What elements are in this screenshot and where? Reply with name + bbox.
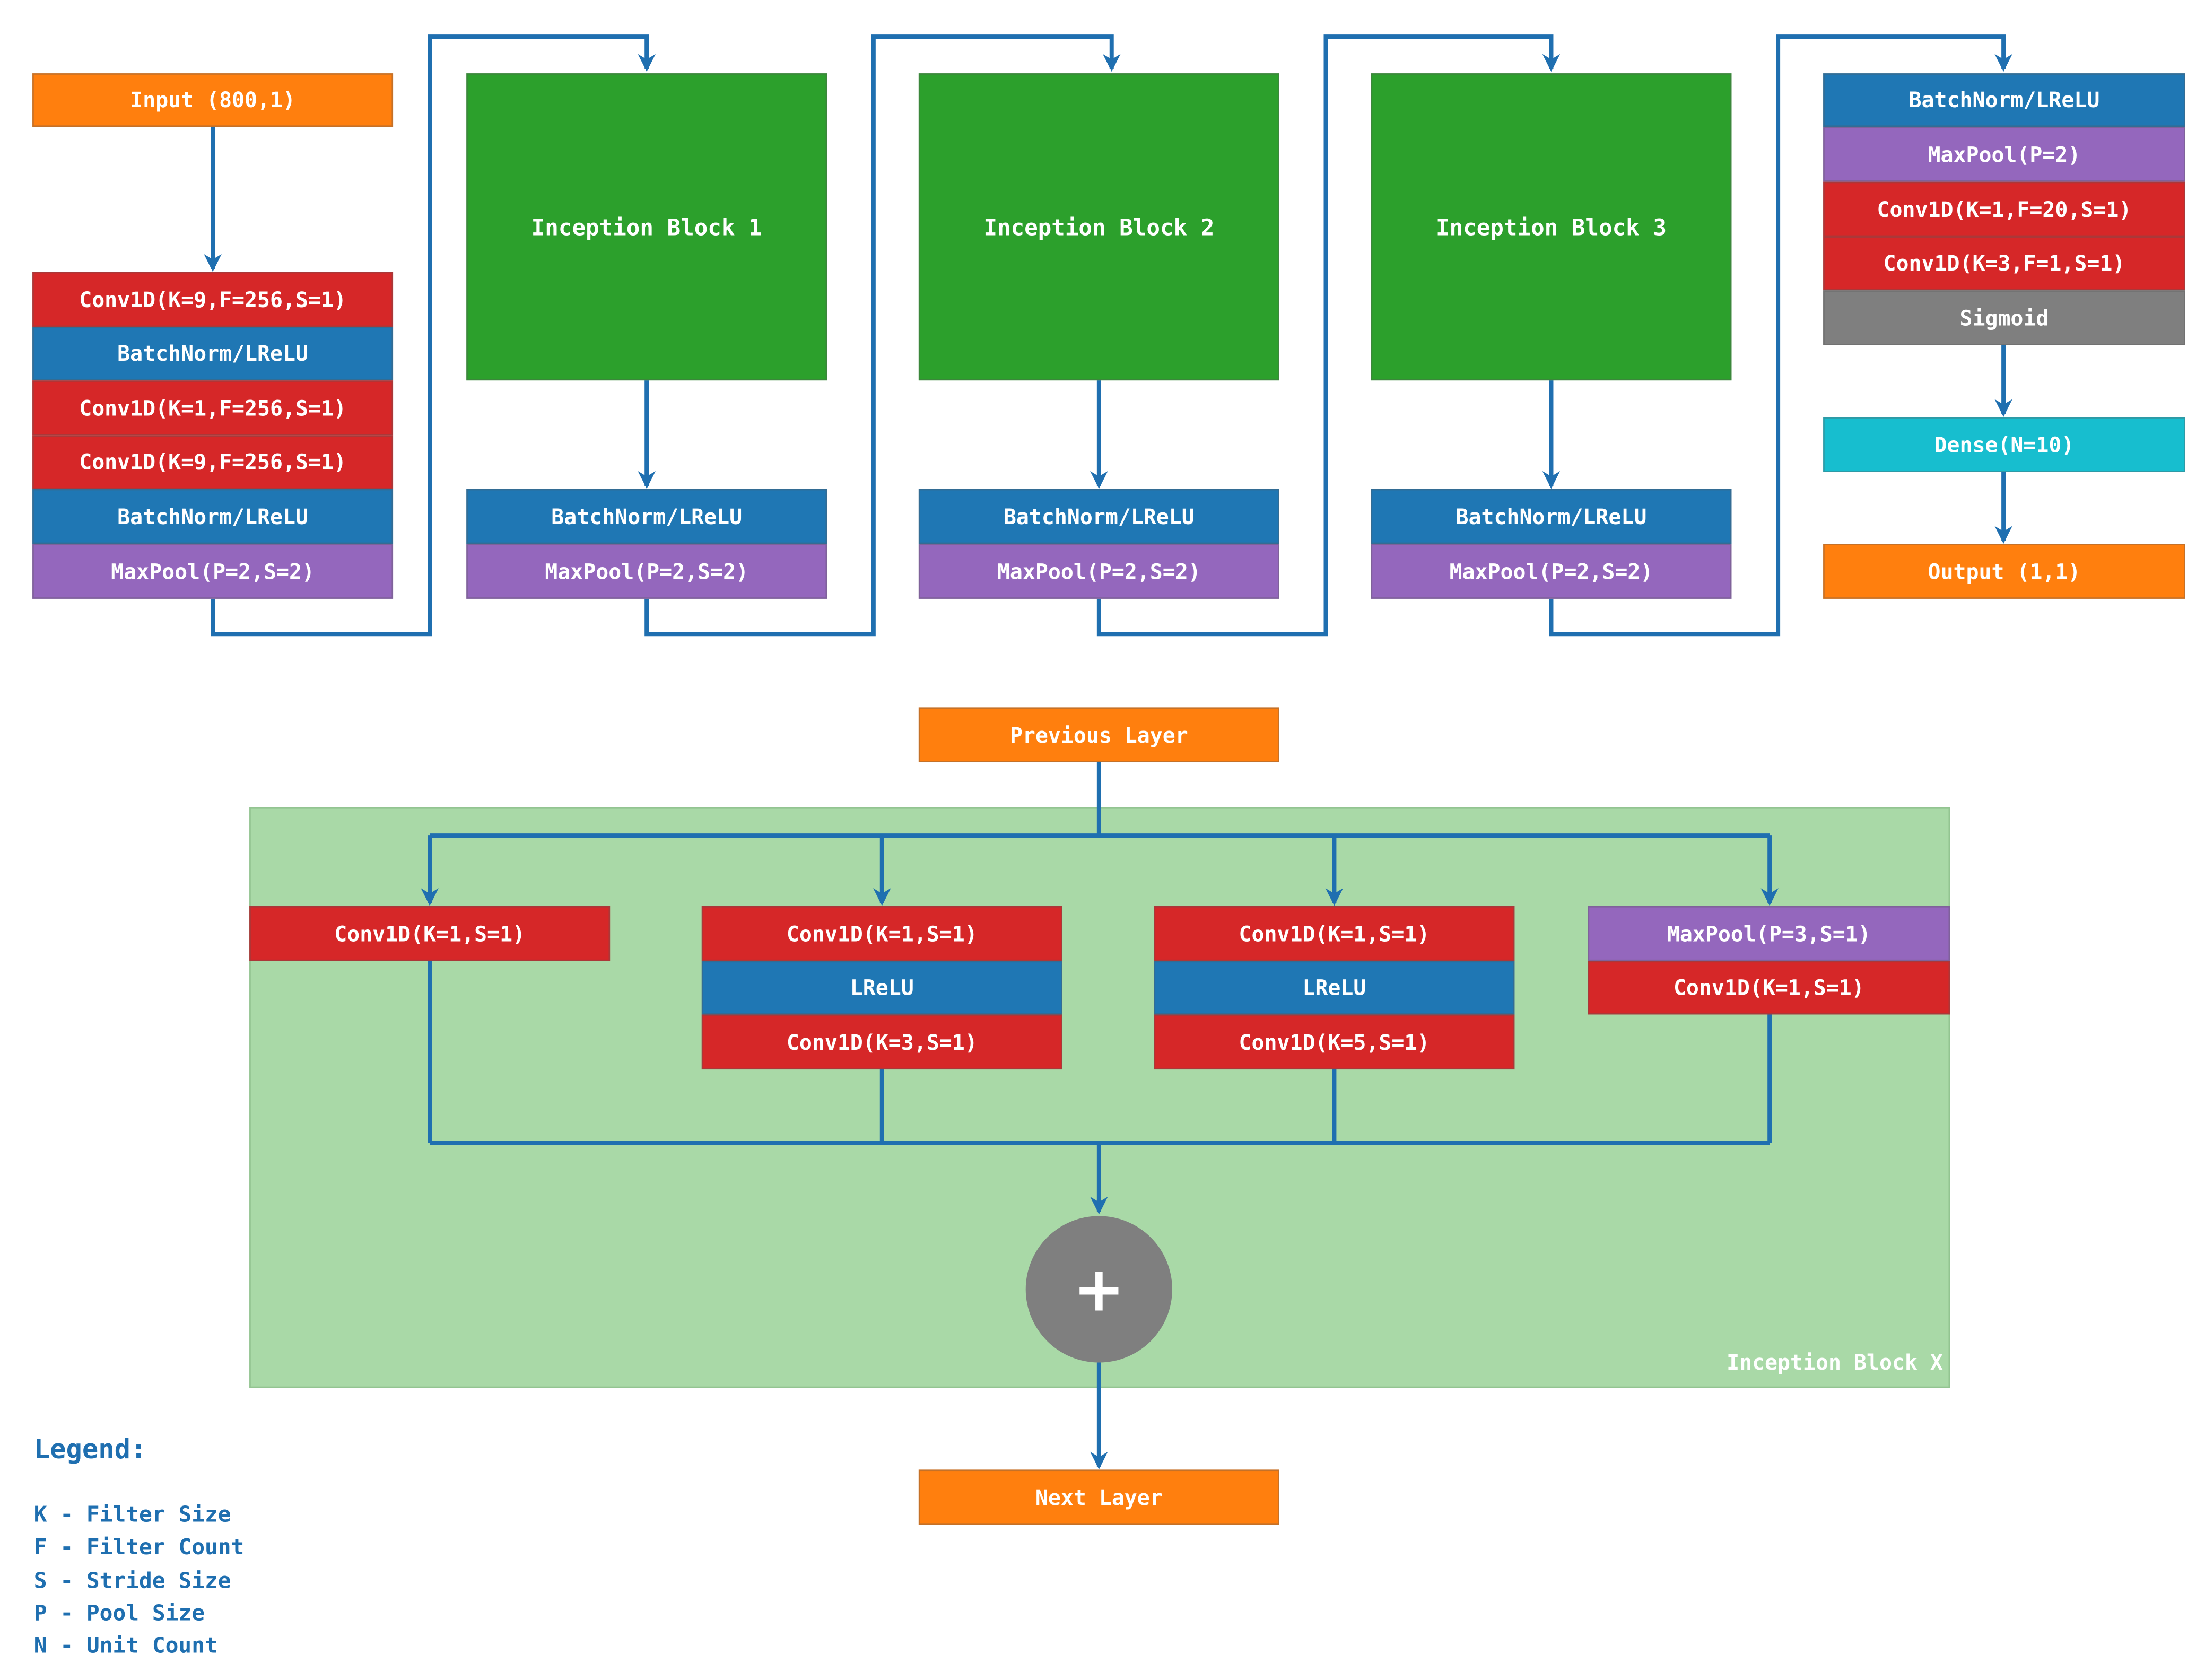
block-3-maxpool: MaxPool(P=2,S=2) [1371,544,1732,599]
sum-node: + [1025,1216,1172,1363]
arrow-stem-to-block-1 [211,34,656,637]
inception-block-2: Inception Block 2 [918,73,1279,381]
next-layer-node: Next Layer [918,1469,1279,1525]
stem-maxpool: MaxPool(P=2,S=2) [32,544,394,599]
stem-conv1d-k9-2: Conv1D(K=9,F=256,S=1) [32,435,394,489]
legend-item-s: S - Stride Size [33,1568,231,1594]
head-batchnorm: BatchNorm/LReLU [1823,73,2185,127]
stem-batchnorm-1: BatchNorm/LReLU [32,327,394,381]
branch-2-conv1d-k3: Conv1D(K=3,S=1) [701,1014,1062,1070]
output-node: Output (1,1) [1823,544,2185,599]
stem-conv1d-k9-1: Conv1D(K=9,F=256,S=1) [32,272,394,327]
block-2-batchnorm: BatchNorm/LReLU [918,489,1279,544]
legend-item-p: P - Pool Size [33,1600,205,1626]
inception-block-3: Inception Block 3 [1371,73,1732,381]
branch-2-conv1d-k1: Conv1D(K=1,S=1) [701,906,1062,961]
block-1-maxpool: MaxPool(P=2,S=2) [466,544,827,599]
input-node: Input (800,1) [32,73,394,127]
inception-block-1: Inception Block 1 [466,73,827,381]
branch-3-conv1d-k5: Conv1D(K=5,S=1) [1154,1014,1515,1070]
dense-layer: Dense(N=10) [1823,417,2185,472]
legend-title: Legend: [33,1434,147,1466]
previous-layer-node: Previous Layer [918,707,1279,763]
branch-4-maxpool: MaxPool(P=3,S=1) [1588,906,1950,961]
branch-1-conv1d-k1: Conv1D(K=1,S=1) [249,906,611,961]
block-2-maxpool: MaxPool(P=2,S=2) [918,544,1279,599]
legend: Legend: K - Filter Size F - Filter Count… [34,1434,245,1664]
branch-3-conv1d-k1: Conv1D(K=1,S=1) [1154,906,1515,961]
head-maxpool: MaxPool(P=2) [1823,127,2185,182]
head-conv1d-k3: Conv1D(K=3,F=1,S=1) [1823,237,2185,291]
block-1-batchnorm: BatchNorm/LReLU [466,489,827,544]
branch-2-lrelu: LReLU [701,961,1062,1015]
block-3-batchnorm: BatchNorm/LReLU [1371,489,1732,544]
legend-item-f: F - Filter Count [33,1535,245,1561]
head-conv1d-k1: Conv1D(K=1,F=20,S=1) [1823,181,2185,237]
arrow-block-2-to-block-3 [1096,34,1561,637]
branch-3-lrelu: LReLU [1154,961,1515,1015]
legend-item-k: K - Filter Size [33,1502,231,1528]
legend-item-n: N - Unit Count [33,1633,218,1659]
arrow-block-1-to-block-2 [644,34,1121,637]
stem-batchnorm-2: BatchNorm/LReLU [32,489,394,544]
stem-conv1d-k1: Conv1D(K=1,F=256,S=1) [32,380,394,436]
arrow-block-3-to-head [1549,34,2012,637]
head-sigmoid: Sigmoid [1823,290,2185,345]
inception-block-x-label: Inception Block X [1727,1350,1943,1376]
branch-4-conv1d-k1: Conv1D(K=1,S=1) [1588,961,1950,1015]
